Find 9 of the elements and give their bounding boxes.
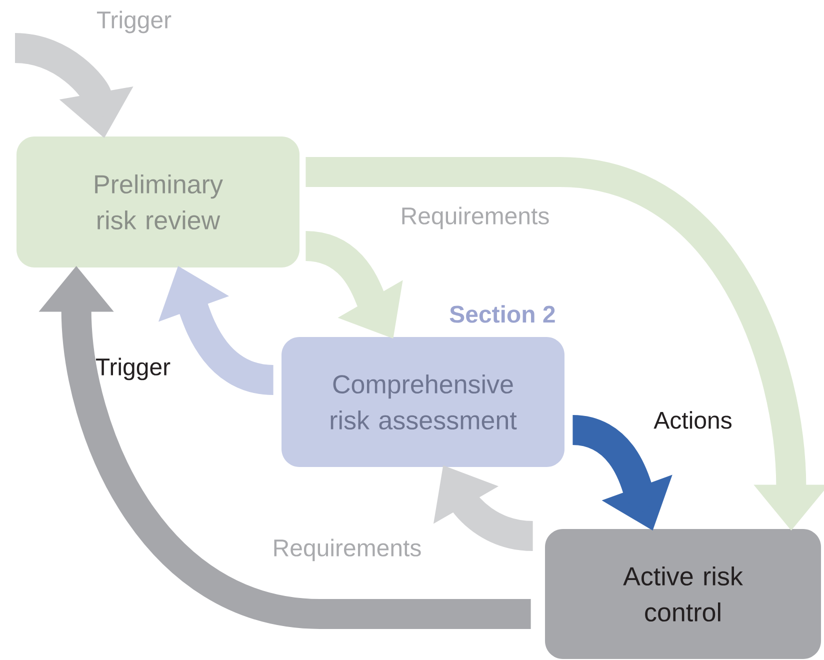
process-box: Active risk control <box>545 529 821 659</box>
edge-label: Trigger <box>96 10 172 34</box>
edge-label: Actions <box>654 411 732 429</box>
edge-label: Requirements <box>402 206 549 230</box>
node-label: Section 2 <box>450 305 555 323</box>
process-box: Preliminary risk review <box>16 136 300 268</box>
process-box: Section 2 Comprehensive risk assessment <box>282 305 564 467</box>
edge-label: Requirements <box>274 538 421 562</box>
edge-label: Trigger <box>96 358 170 380</box>
